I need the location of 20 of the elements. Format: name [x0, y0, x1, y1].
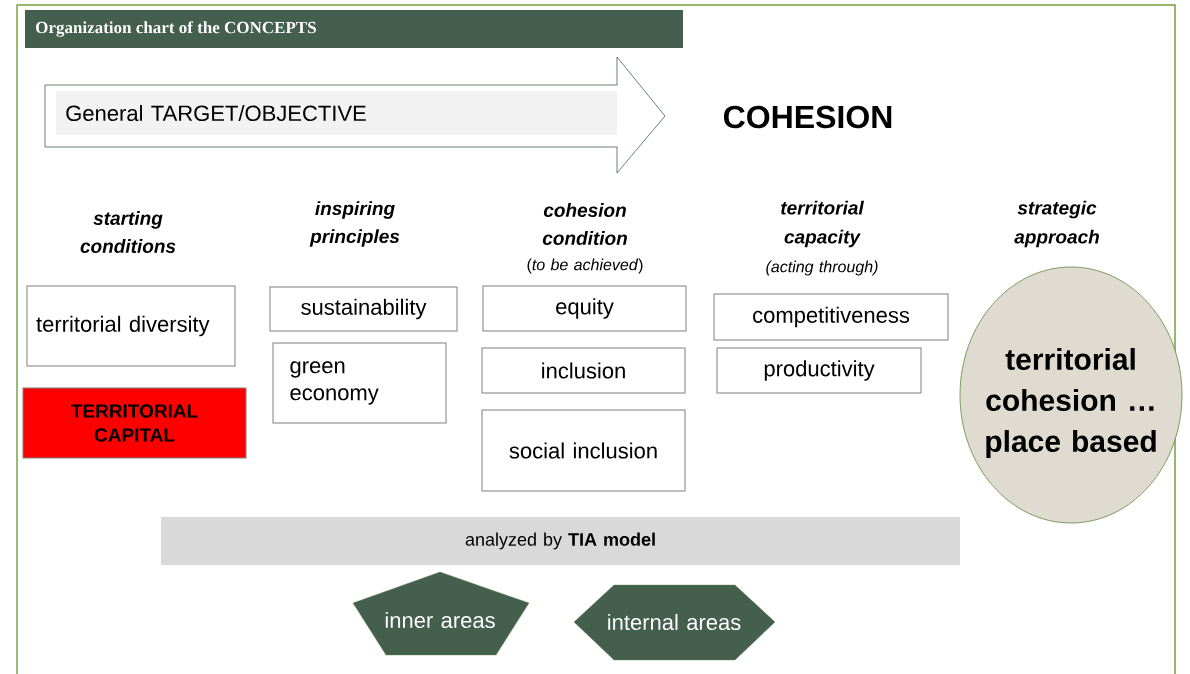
pentagon: inner areas: [352, 571, 530, 656]
title-bar: Organization chart of the CONCEPTS: [25, 10, 683, 48]
banner: analyzed by TIA model: [161, 517, 960, 565]
concept-box: competitiveness: [713, 293, 949, 341]
concept-box: social inclusion: [481, 409, 686, 492]
concept-box: green economy: [272, 342, 447, 424]
heading: COHESION: [724, 105, 892, 129]
concept-box: equity: [482, 285, 687, 332]
column-heading: territorial capacity: [781, 200, 865, 248]
note: (acting through): [766, 260, 878, 276]
column-heading: cohesion condition: [542, 203, 627, 245]
concept-box: sustainability: [269, 286, 458, 332]
hexagon: internal areas: [573, 584, 776, 661]
concept-box: territorial diversity: [26, 285, 236, 367]
column-heading: starting conditions: [80, 211, 176, 253]
column-heading: inspiring principles: [309, 201, 400, 247]
concept-box: inclusion: [481, 347, 686, 394]
highlight-box: TERRITORIAL CAPITAL: [22, 387, 247, 459]
concept-box: productivity: [716, 347, 922, 394]
column-heading: strategic approach: [1014, 200, 1099, 248]
